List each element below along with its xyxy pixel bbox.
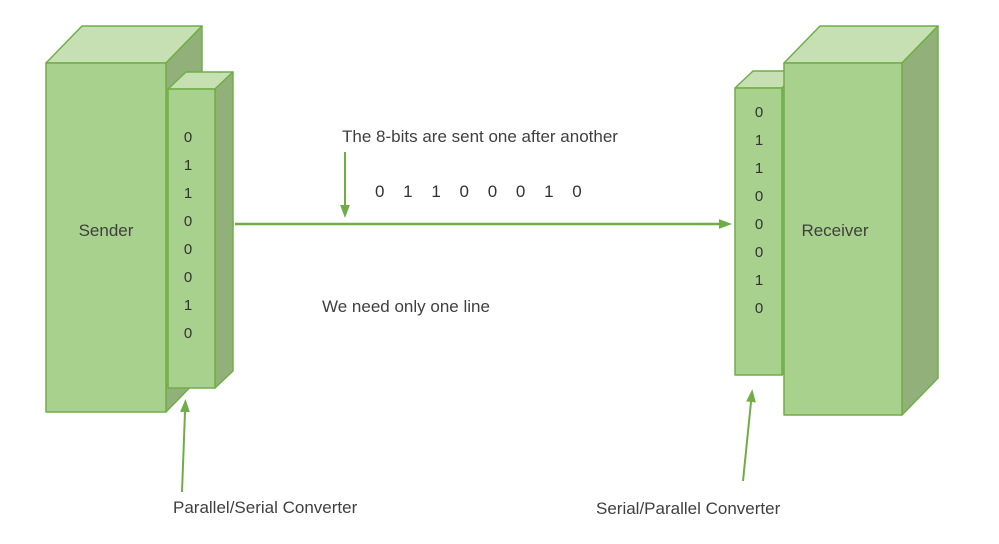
sender-box-front-face [45, 62, 167, 413]
serial-bits-sequence: 0 1 1 0 0 0 1 0 [375, 182, 582, 201]
receiver-box [783, 25, 939, 416]
top-note: The 8-bits are sent one after another [342, 127, 618, 146]
sender-label: Sender [78, 221, 134, 240]
bit: 0 [754, 244, 764, 261]
receiver-label: Receiver [801, 221, 869, 240]
sender-converter-box [167, 71, 234, 389]
sender-converter-front-face [167, 88, 216, 389]
receiver-box-front-face [783, 62, 903, 416]
receiver-converter-front-face [734, 87, 783, 376]
bit: 1 [754, 160, 764, 177]
receiver-converter-bits: 0 1 1 0 0 0 1 0 [746, 99, 772, 323]
bit: 1 [754, 132, 764, 149]
sender-converter-bits: 0 1 1 0 0 0 1 0 [175, 124, 201, 348]
bit: 1 [183, 185, 193, 202]
bit: 0 [754, 104, 764, 121]
sender-converter-side-face [214, 71, 234, 389]
bit: 0 [183, 269, 193, 286]
parallel-serial-converter-label: Parallel/Serial Converter [173, 498, 358, 517]
receiver-box-side-face [901, 25, 939, 416]
bit: 0 [754, 188, 764, 205]
bit: 1 [183, 297, 193, 314]
bit: 1 [754, 272, 764, 289]
serial-parallel-converter-arrow [742, 389, 756, 482]
bit: 1 [183, 157, 193, 174]
bit: 0 [183, 325, 193, 342]
bit: 0 [754, 300, 764, 317]
serial-parallel-converter-label: Serial/Parallel Converter [596, 499, 781, 518]
bit: 0 [183, 213, 193, 230]
bit: 0 [183, 241, 193, 258]
bottom-note: We need only one line [322, 297, 490, 316]
parallel-serial-converter-arrow [180, 399, 190, 493]
bit: 0 [754, 216, 764, 233]
bit: 0 [183, 129, 193, 146]
